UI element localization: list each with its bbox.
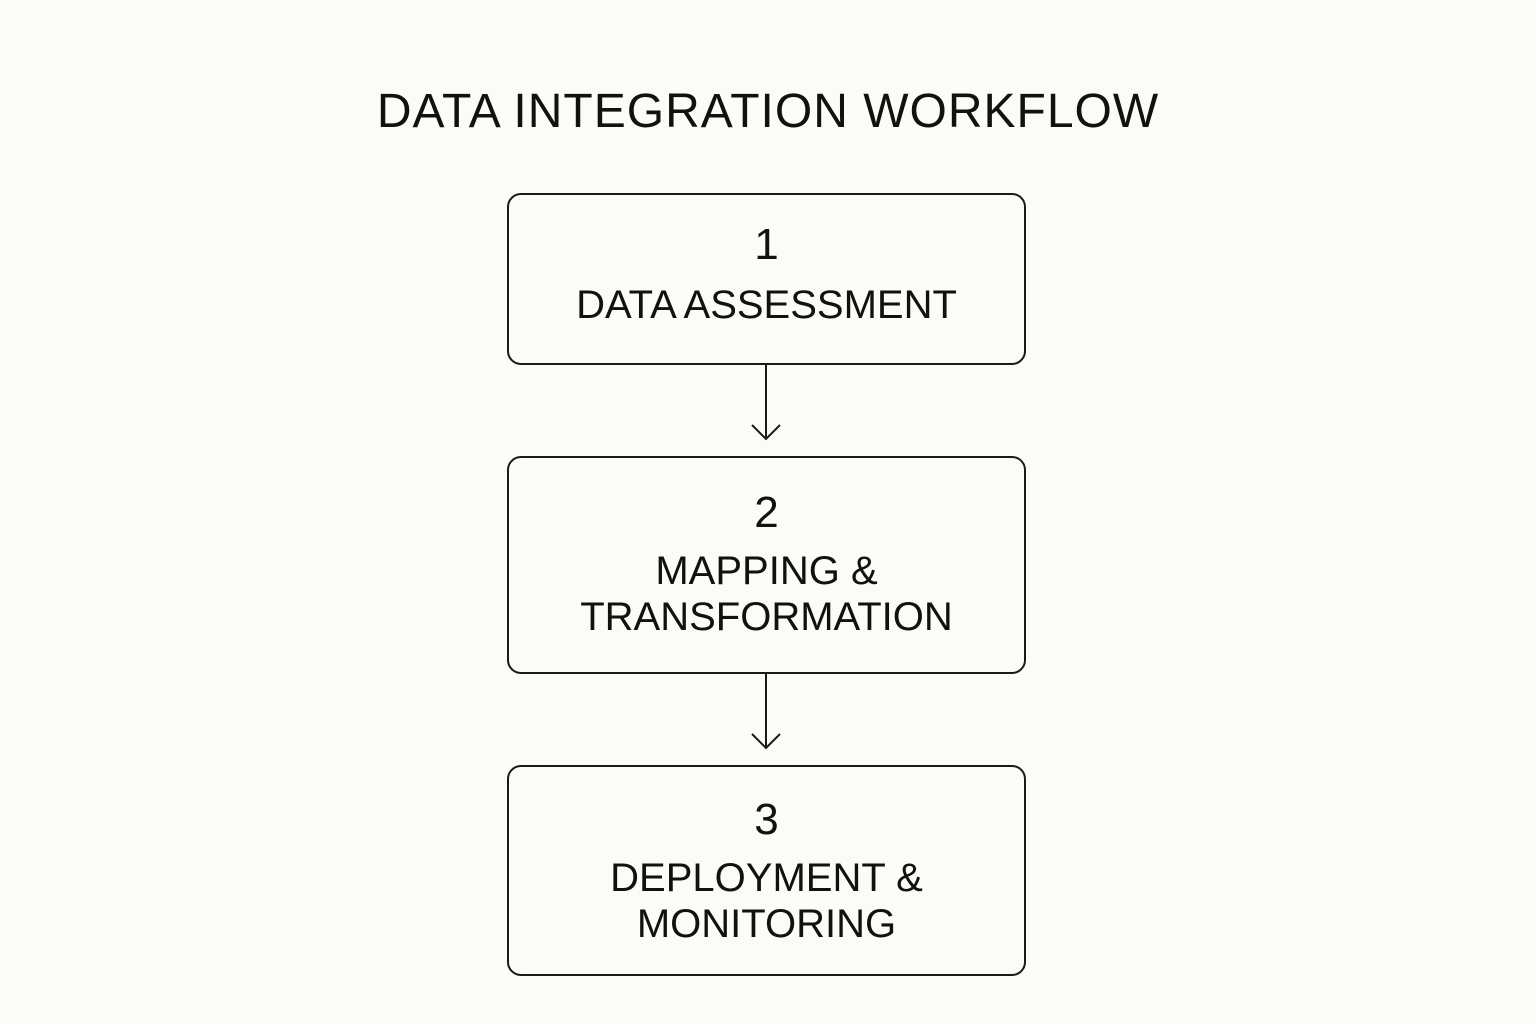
arrow-down-icon (751, 365, 781, 441)
workflow-step-2: 2 MAPPING & TRANSFORMATION (507, 456, 1026, 674)
step-number: 1 (754, 220, 779, 269)
step-label: DATA ASSESSMENT (576, 283, 957, 327)
arrow-down-icon (751, 674, 781, 750)
workflow-step-3: 3 DEPLOYMENT & MONITORING (507, 765, 1026, 976)
step-label: MAPPING & TRANSFORMATION (580, 549, 953, 639)
step-number: 2 (754, 488, 779, 537)
diagram-title: DATA INTEGRATION WORKFLOW (376, 85, 1160, 138)
step-label: DEPLOYMENT & MONITORING (610, 856, 923, 946)
workflow-step-1: 1 DATA ASSESSMENT (507, 193, 1026, 365)
step-number: 3 (754, 795, 779, 844)
